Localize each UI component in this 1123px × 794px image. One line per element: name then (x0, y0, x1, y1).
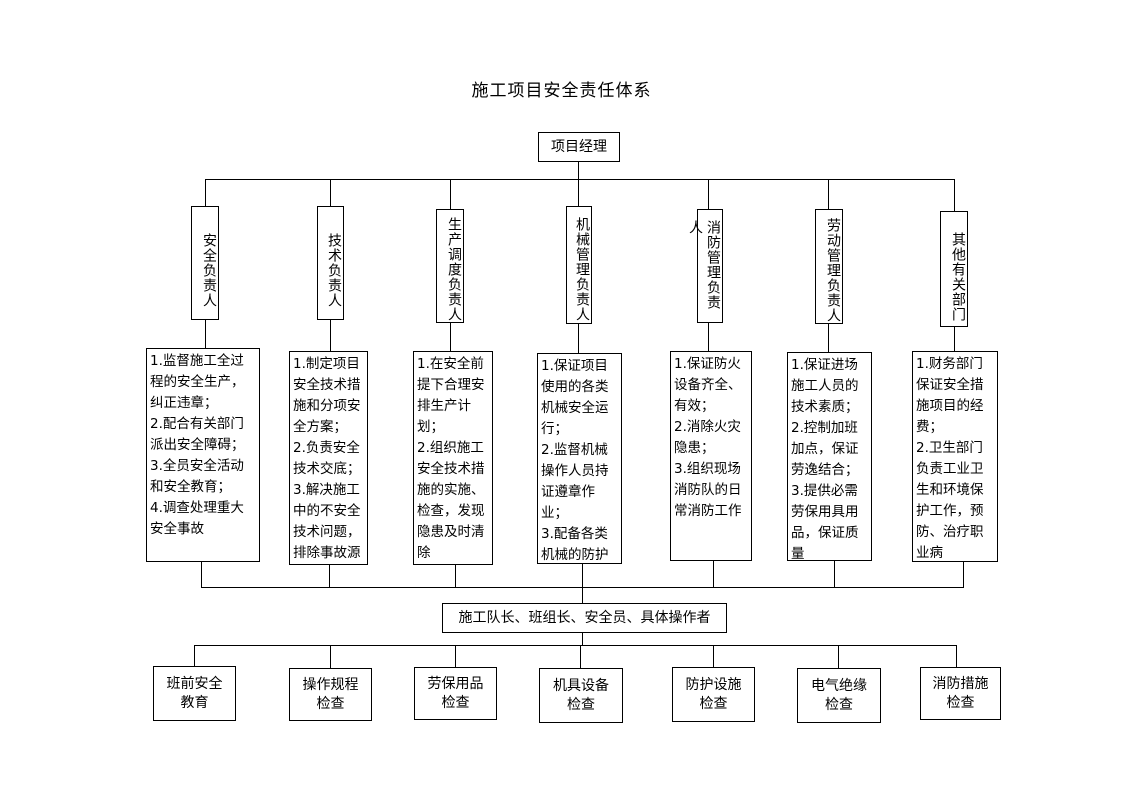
check-label: 防护设施 检查 (685, 676, 742, 712)
role-safety-head: 安全负责人 (191, 206, 219, 320)
role-label: 其他有关部门 (950, 232, 966, 322)
connector-line (578, 162, 579, 180)
duty-box: 1.监督施工全过程的安全生产，纠正违章； 2.配合有关部门派出安全障碍； 3.全… (146, 348, 260, 562)
connector-line (201, 587, 964, 588)
connector-line (954, 327, 955, 351)
role-other-dept: 其他有关部门 (940, 211, 968, 327)
role-label: 技术负责人 (326, 232, 342, 308)
check-label: 操作规程 检查 (302, 676, 359, 712)
workers-node: 施工队长、班组长、安全员、具体操作者 (442, 603, 727, 633)
connector-line (713, 645, 714, 667)
connector-line (450, 323, 451, 351)
duty-text: 1.财务部门保证安全措施项目的经费； 2.卫生部门负责工业卫生和环境保护工作，预… (916, 356, 984, 561)
check-label: 机具设备 检查 (553, 677, 609, 713)
connector-line (834, 561, 835, 588)
connector-line (713, 561, 714, 588)
duty-text: 1.保证项目使用的各类机械安全运行； 2.监督机械操作人员持证遵章作业； 3.配… (541, 358, 609, 563)
connector-line (205, 179, 954, 180)
connector-line (708, 323, 709, 351)
project-manager-node: 项目经理 (538, 132, 620, 162)
duty-text: 1.保证防火设备齐全、有效； 2.消除火灾隐患； 3.组织现场消防队的日常消防工… (674, 356, 742, 519)
connector-line (582, 564, 583, 603)
check-box: 消防措施 检查 (920, 667, 1001, 720)
duty-box: 1.制定项目安全技术措施和分项安全方案； 2.负责安全技术交底； 3.解决施工中… (289, 351, 368, 565)
connector-line (708, 179, 709, 209)
check-label: 班前安全 教育 (166, 675, 223, 711)
duty-box: 1.财务部门保证安全措施项目的经费； 2.卫生部门负责工业卫生和环境保护工作，预… (912, 351, 998, 562)
role-machinery-head: 机械管理负责人 (566, 206, 592, 324)
connector-line (578, 179, 579, 206)
duty-text: 1.制定项目安全技术措施和分项安全方案； 2.负责安全技术交底； 3.解决施工中… (293, 356, 361, 561)
connector-line (450, 179, 451, 209)
role-label: 机械管理负责人 (574, 216, 590, 322)
role-label: 消防管理负责人 (687, 220, 721, 310)
connector-line (582, 633, 583, 645)
connector-line (963, 562, 964, 588)
duty-box: 1.在安全前提下合理安排生产计划； 2.组织施工安全技术措施的实施、检查，发现隐… (413, 351, 493, 565)
check-label: 电气绝缘 检查 (811, 677, 867, 713)
role-dispatch-head: 生产调度负责人 (436, 209, 464, 323)
workers-label: 施工队长、班组长、安全员、具体操作者 (458, 610, 711, 626)
duty-text: 1.保证进场施工人员的技术素质； 2.控制加班加点，保证劳逸结合； 3.提供必需… (791, 357, 859, 561)
check-box: 劳保用品 检查 (414, 667, 497, 720)
duty-box: 1.保证防火设备齐全、有效； 2.消除火灾隐患； 3.组织现场消防队的日常消防工… (670, 351, 752, 561)
connector-line (194, 645, 957, 646)
connector-line (455, 645, 456, 667)
connector-line (956, 645, 957, 667)
connector-line (828, 179, 829, 209)
role-tech-head: 技术负责人 (317, 206, 344, 320)
connector-line (828, 324, 829, 352)
connector-line (201, 562, 202, 588)
check-label: 劳保用品 检查 (427, 675, 484, 711)
connector-line (838, 645, 839, 668)
connector-line (330, 320, 331, 351)
role-labor-head: 劳动管理负责人 (815, 209, 843, 324)
connector-line (954, 179, 955, 211)
check-label: 消防措施 检查 (932, 675, 989, 711)
check-box: 防护设施 检查 (672, 667, 755, 722)
connector-line (329, 565, 330, 588)
duty-text: 1.在安全前提下合理安排生产计划； 2.组织施工安全技术措施的实施、检查，发现隐… (417, 356, 485, 561)
duty-box: 1.保证进场施工人员的技术素质； 2.控制加班加点，保证劳逸结合； 3.提供必需… (787, 352, 872, 561)
connector-line (455, 565, 456, 588)
connector-line (580, 645, 581, 668)
connector-line (330, 179, 331, 206)
role-fire-head: 消防管理负责人 (687, 209, 723, 323)
role-label: 安全负责人 (201, 232, 217, 308)
role-label: 劳动管理负责人 (825, 218, 841, 323)
project-manager-label: 项目经理 (551, 139, 607, 155)
connector-line (194, 645, 195, 667)
check-box: 操作规程 检查 (289, 668, 372, 721)
connector-line (205, 320, 206, 348)
duty-text: 1.监督施工全过程的安全生产，纠正违章； 2.配合有关部门派出安全障碍； 3.全… (150, 353, 245, 537)
duty-box: 1.保证项目使用的各类机械安全运行； 2.监督机械操作人员持证遵章作业； 3.配… (537, 353, 622, 564)
connector-line (578, 324, 579, 353)
connector-line (330, 645, 331, 668)
check-box: 机具设备 检查 (539, 668, 623, 723)
page-title: 施工项目安全责任体系 (471, 81, 652, 101)
check-box: 班前安全 教育 (153, 666, 236, 721)
connector-line (205, 179, 206, 206)
role-label: 生产调度负责人 (446, 216, 462, 322)
check-box: 电气绝缘 检查 (797, 668, 881, 723)
